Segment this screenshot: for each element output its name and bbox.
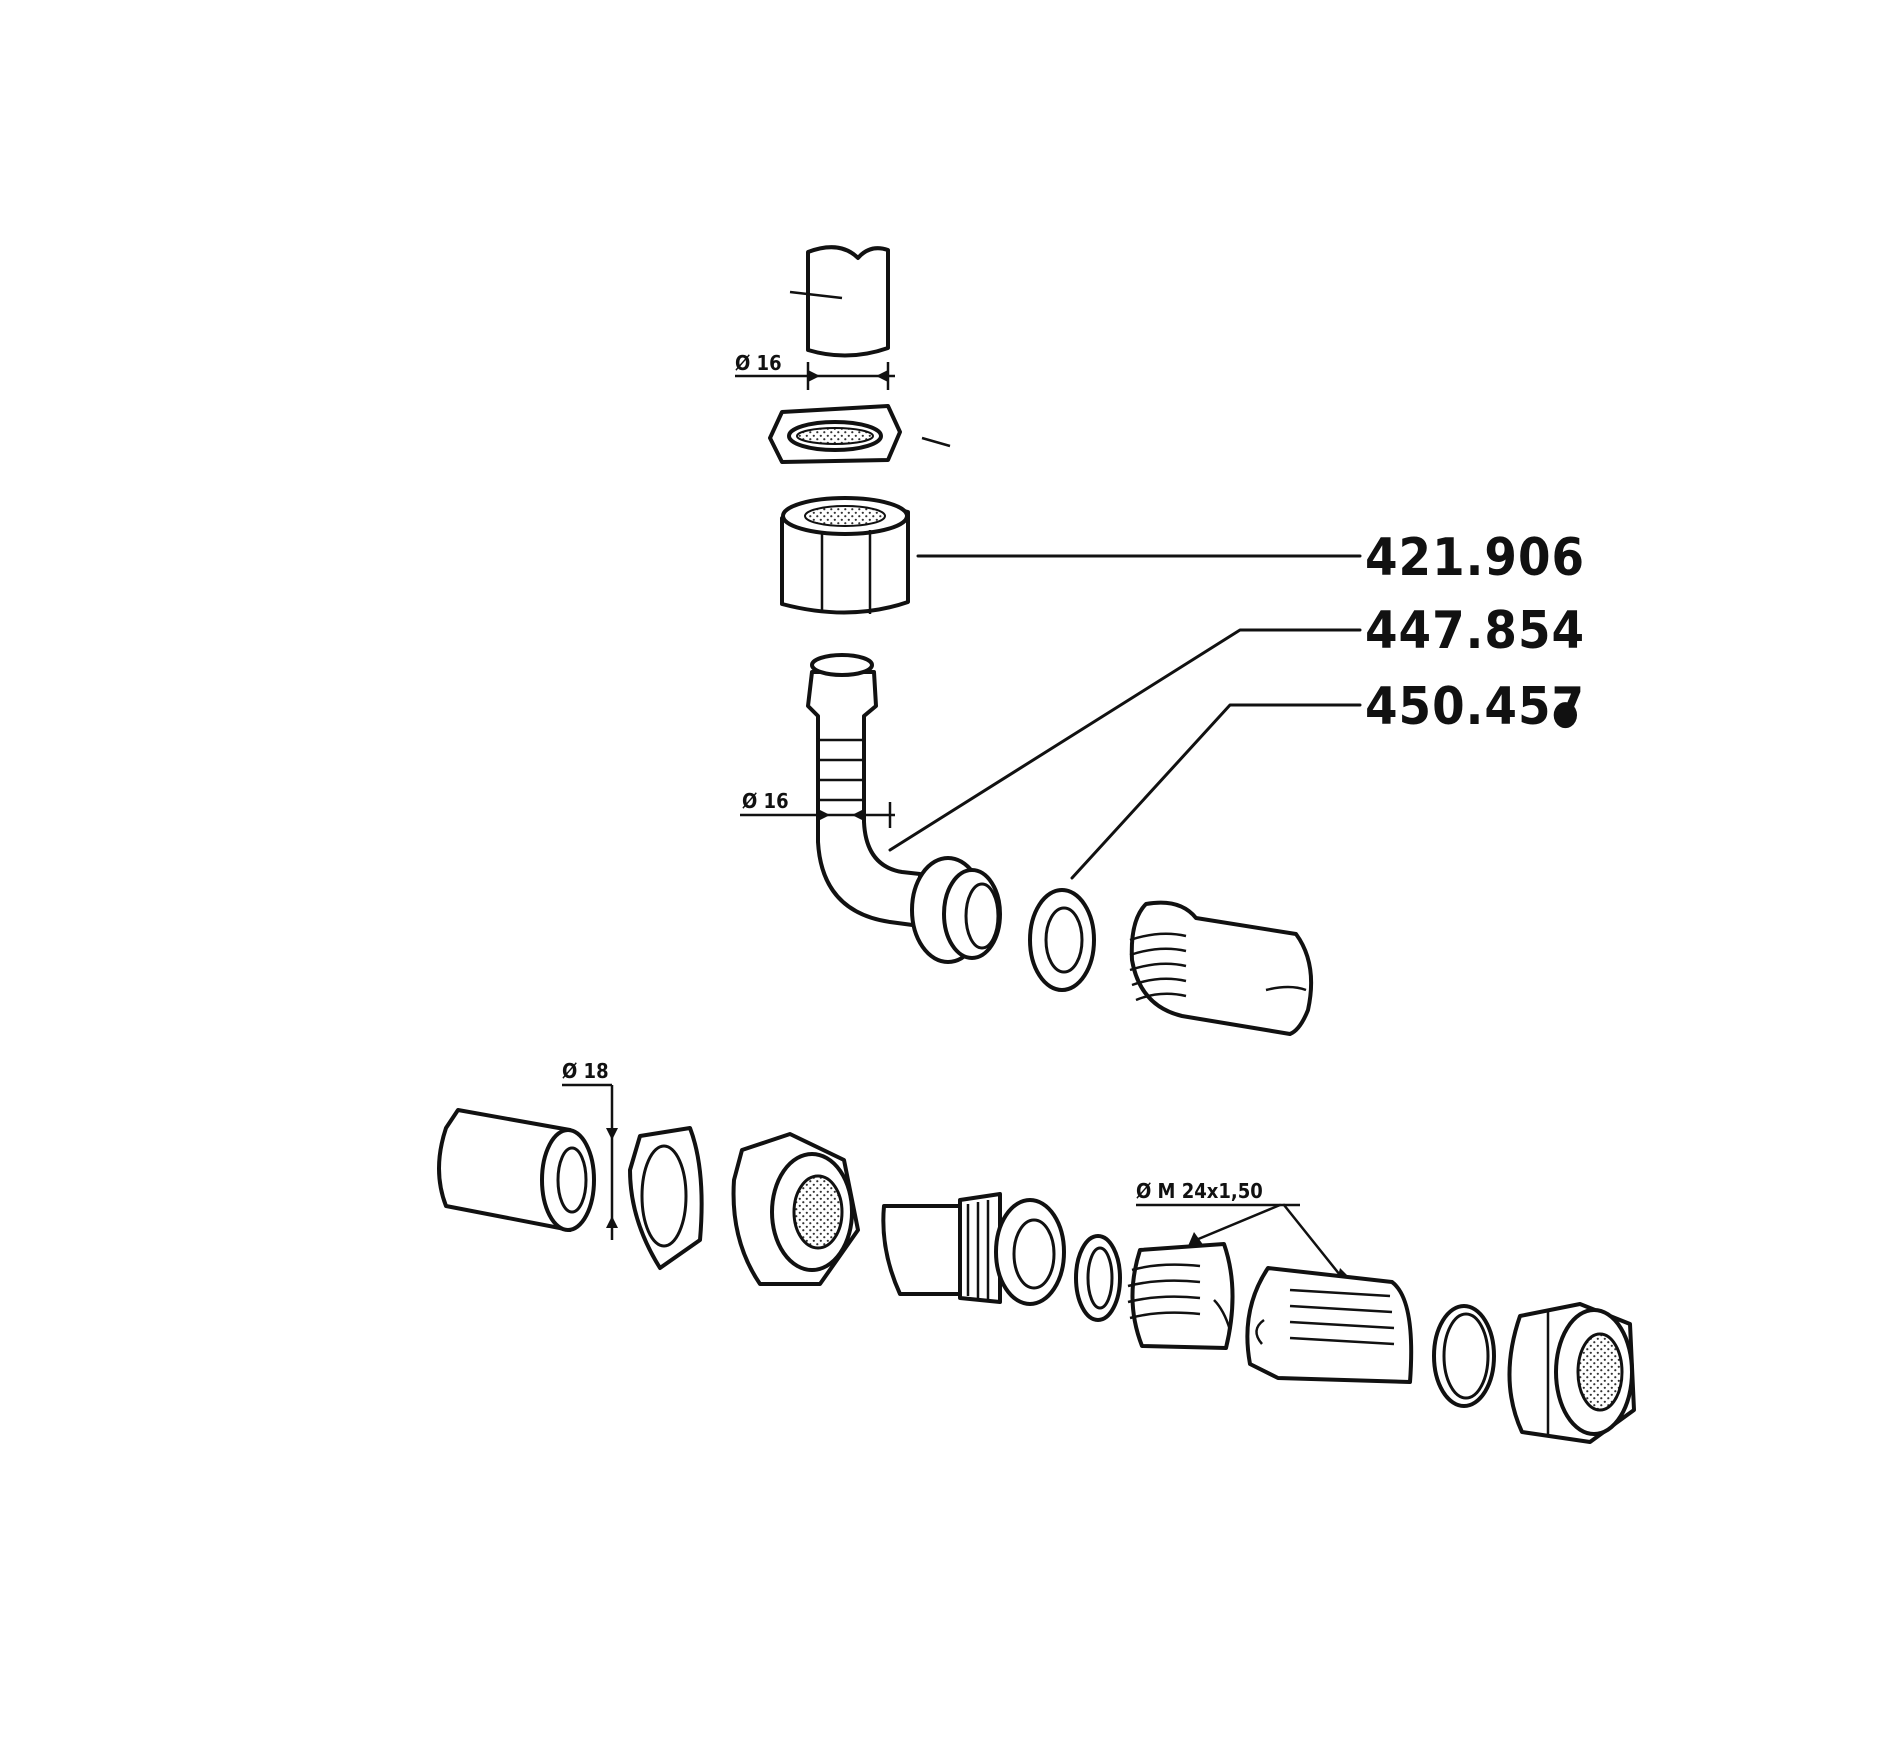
elbow-dimension-label: Ø 16 bbox=[742, 789, 789, 813]
bottom-o-ring-2 bbox=[1432, 1304, 1496, 1408]
seal-450457 bbox=[1028, 888, 1096, 992]
bottom-hose-dimension: Ø 18 bbox=[562, 1059, 618, 1240]
seal-marker: ● bbox=[1552, 693, 1579, 733]
bottom-o-ring-1 bbox=[1074, 1234, 1122, 1322]
bottom-threaded-pipe-2 bbox=[1245, 1266, 1414, 1384]
top-hose-dimension: Ø 16 bbox=[735, 351, 895, 390]
nut-421906 bbox=[780, 496, 910, 615]
bottom-hose-dimension-label: Ø 18 bbox=[562, 1059, 609, 1083]
top-hose-dimension-label: Ø 16 bbox=[735, 351, 782, 375]
threaded-nipple bbox=[881, 1192, 1066, 1306]
part-number-450457: 450.457 bbox=[1365, 677, 1585, 737]
elbow-dimension: Ø 16 bbox=[740, 789, 895, 828]
bottom-hose-clamp bbox=[628, 1126, 704, 1270]
bottom-threaded-pipe-1 bbox=[1127, 1242, 1235, 1350]
top-hose bbox=[789, 245, 890, 358]
part-number-421906: 421.906 bbox=[1365, 528, 1585, 588]
part-number-447854: 447.854 bbox=[1365, 601, 1585, 661]
bottom-right-nut bbox=[1507, 1302, 1636, 1444]
bottom-nut bbox=[731, 1132, 860, 1286]
top-threaded-pipe bbox=[1129, 900, 1314, 1036]
top-hose-clamp bbox=[768, 404, 951, 464]
thread-dimension-label: Ø M 24x1,50 bbox=[1136, 1179, 1263, 1203]
elbow-447854 bbox=[806, 653, 1002, 964]
leader-lines bbox=[888, 554, 1362, 880]
bottom-hose bbox=[437, 1108, 596, 1232]
thread-dimension: Ø M 24x1,50 bbox=[1136, 1179, 1352, 1284]
